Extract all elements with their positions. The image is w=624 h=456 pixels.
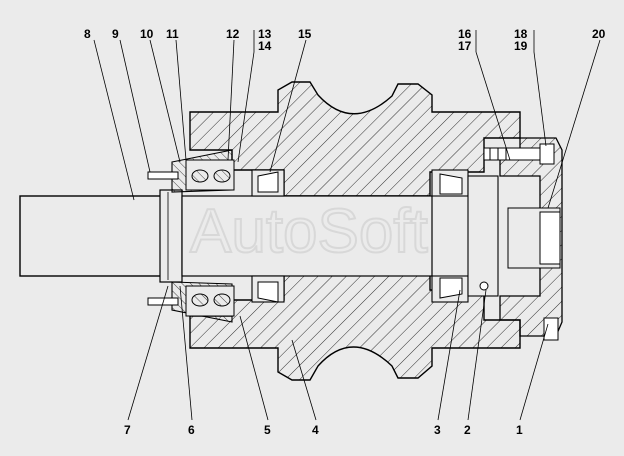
left-bearing-upper [251, 169, 285, 197]
plug-lower [543, 317, 559, 341]
label-17: 17 [458, 39, 472, 53]
shaft-collar [159, 189, 183, 283]
label-19: 19 [514, 39, 528, 53]
right-bearing-upper [431, 169, 469, 197]
label-3: 3 [434, 423, 441, 437]
label-13: 13 [258, 27, 272, 41]
pin-upper [147, 171, 179, 180]
label-4: 4 [312, 423, 319, 437]
label-18: 18 [514, 27, 528, 41]
leader-lines [93, 30, 601, 421]
shaft-end [19, 195, 166, 277]
left-seal-upper [185, 159, 235, 191]
left-seal-lower [185, 285, 235, 317]
label-9: 9 [112, 27, 119, 41]
bolt [483, 143, 555, 165]
label-16: 16 [458, 27, 472, 41]
label-11: 11 [166, 27, 179, 41]
label-7: 7 [124, 423, 131, 437]
watermark: AutoSoft [190, 197, 428, 266]
label-12: 12 [226, 27, 240, 41]
label-8: 8 [84, 27, 91, 41]
label-1: 1 [516, 423, 523, 437]
label-15: 15 [298, 27, 312, 41]
label-10: 10 [140, 27, 154, 41]
label-6: 6 [188, 423, 195, 437]
label-14: 14 [258, 39, 272, 53]
lock-nut [467, 175, 499, 297]
ball [479, 281, 489, 291]
inner-shaft [181, 195, 433, 277]
label-2: 2 [464, 423, 471, 437]
left-bearing-lower [251, 275, 285, 303]
right-bearing-lower [431, 275, 469, 303]
label-20: 20 [592, 27, 606, 41]
label-5: 5 [264, 423, 271, 437]
